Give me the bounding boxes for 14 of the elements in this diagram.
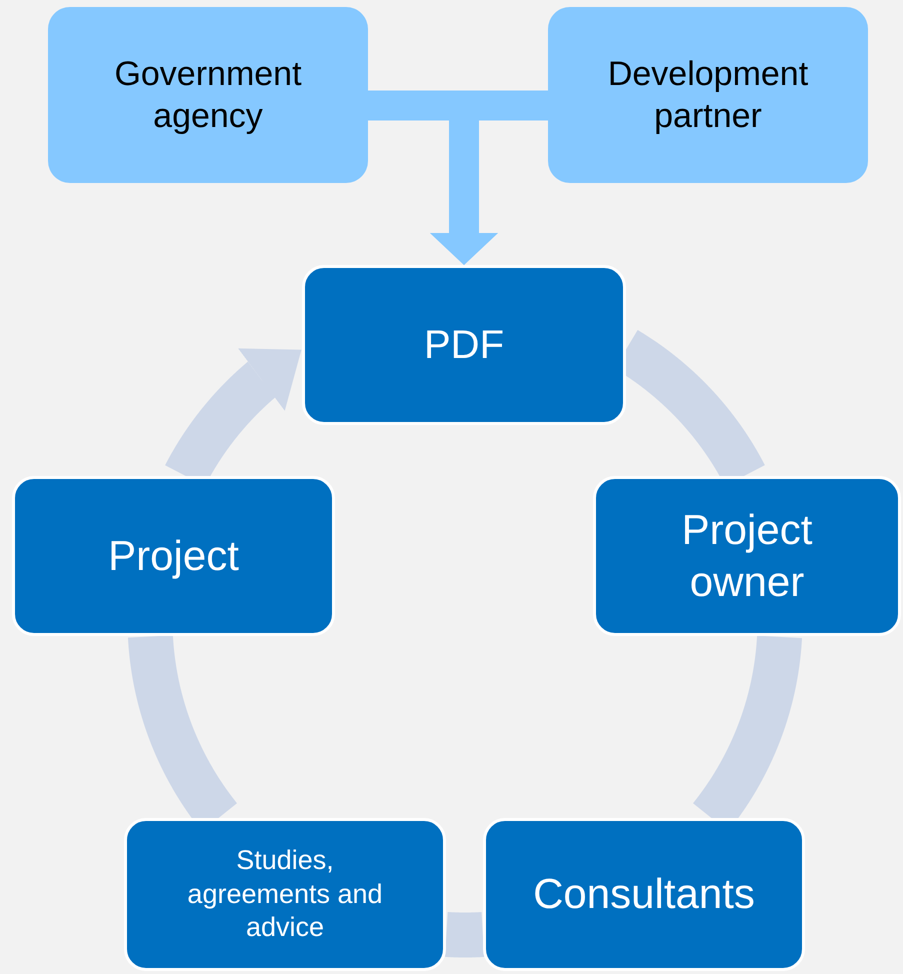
node-label: Project — [108, 530, 239, 581]
node-label: Government agency — [113, 54, 303, 137]
process-box — [302, 265, 626, 425]
process-box — [548, 7, 868, 183]
process-box — [124, 818, 446, 971]
node-label: Project owner — [680, 504, 814, 607]
process-box — [593, 476, 901, 636]
process-box — [12, 476, 335, 636]
node-label: PDF — [424, 322, 504, 369]
node-label: Consultants — [533, 869, 755, 920]
process-box — [48, 7, 368, 183]
node-label: Development partner — [606, 54, 810, 137]
process-box — [483, 818, 805, 971]
node-label: Studies, agreements and advice — [186, 844, 384, 944]
